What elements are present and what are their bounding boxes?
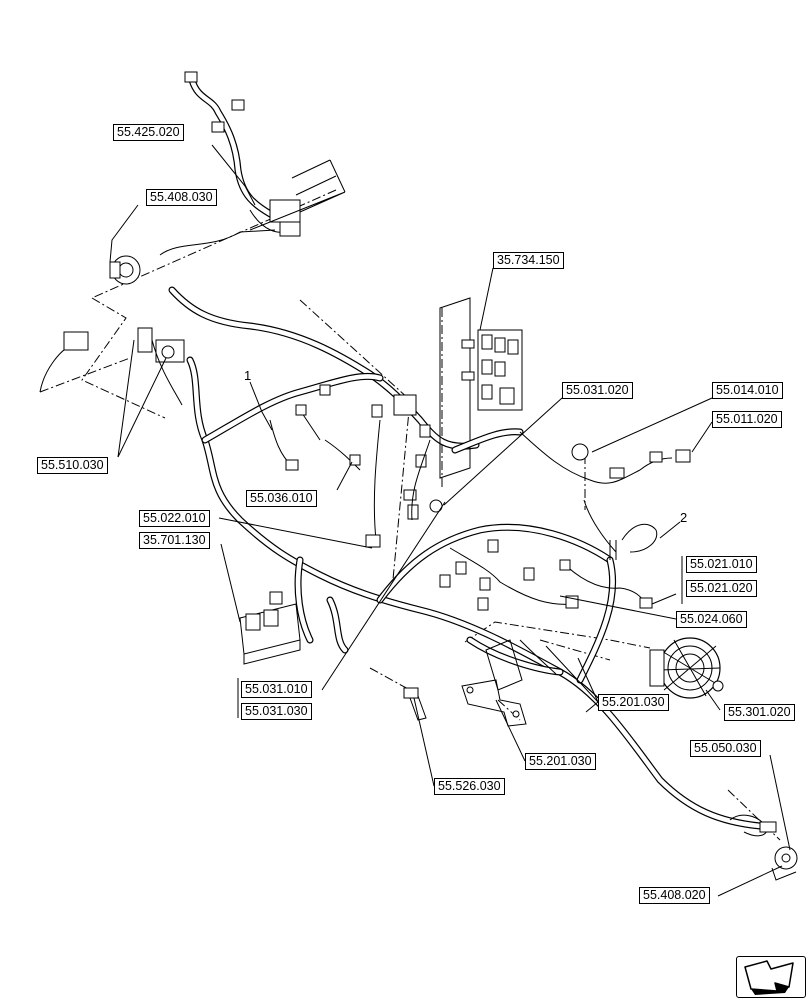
main-harness	[168, 286, 764, 830]
frame-rail	[249, 159, 346, 231]
ref-55-510-030[interactable]: 55.510.030	[37, 457, 108, 474]
center-connectors	[365, 394, 443, 548]
mid-branch-harness	[269, 384, 361, 471]
alternator	[649, 637, 724, 699]
speed-sensor-upper	[109, 255, 141, 285]
cable-tie	[609, 523, 658, 560]
ref-55-024-060[interactable]: 55.024.060	[676, 611, 747, 628]
item-number-1: 1	[244, 368, 252, 383]
ref-55-022-010[interactable]: 55.022.010	[139, 510, 210, 527]
ref-55-031-020[interactable]: 55.031.020	[562, 382, 633, 399]
left-connectors	[39, 327, 185, 406]
fuse-box	[439, 297, 641, 484]
right-branch	[439, 539, 653, 611]
ref-55-050-030[interactable]: 55.050.030	[690, 740, 761, 757]
ref-55-408-020[interactable]: 55.408.020	[639, 887, 710, 904]
ref-55-031-010[interactable]: 55.031.010	[241, 681, 312, 698]
upper-sensor-harness	[159, 71, 301, 256]
mounting-bracket	[461, 639, 557, 727]
ref-55-021-020[interactable]: 55.021.020	[686, 580, 757, 597]
ref-55-036-010[interactable]: 55.036.010	[246, 490, 317, 507]
ref-55-031-030[interactable]: 55.031.030	[241, 703, 312, 720]
ref-55-011-020[interactable]: 55.011.020	[712, 411, 782, 428]
ref-35-734-150[interactable]: 35.734.150	[493, 252, 564, 269]
ref-55-301-020[interactable]: 55.301.020	[724, 704, 795, 721]
ref-pair-brackets	[237, 556, 683, 718]
next-page-arrow-icon	[744, 960, 794, 995]
speed-sensor-lower	[729, 814, 798, 881]
ref-35-701-130[interactable]: 35.701.130	[139, 532, 210, 549]
ref-55-021-010[interactable]: 55.021.010	[686, 556, 757, 573]
ref-55-014-010[interactable]: 55.014.010	[712, 382, 783, 399]
item-number-2: 2	[680, 510, 688, 525]
ref-55-425-020[interactable]: 55.425.020	[113, 124, 184, 141]
ref-55-201-030-b[interactable]: 55.201.030	[525, 753, 596, 770]
control-module	[239, 591, 301, 665]
next-page-button[interactable]	[736, 956, 806, 998]
ref-55-408-030[interactable]: 55.408.030	[146, 189, 217, 206]
leader-lines	[109, 144, 791, 897]
right-sensors	[571, 443, 691, 553]
ref-55-201-030-a[interactable]: 55.201.030	[598, 694, 669, 711]
ref-55-526-030[interactable]: 55.526.030	[434, 778, 505, 795]
switch-sensor	[403, 687, 427, 721]
